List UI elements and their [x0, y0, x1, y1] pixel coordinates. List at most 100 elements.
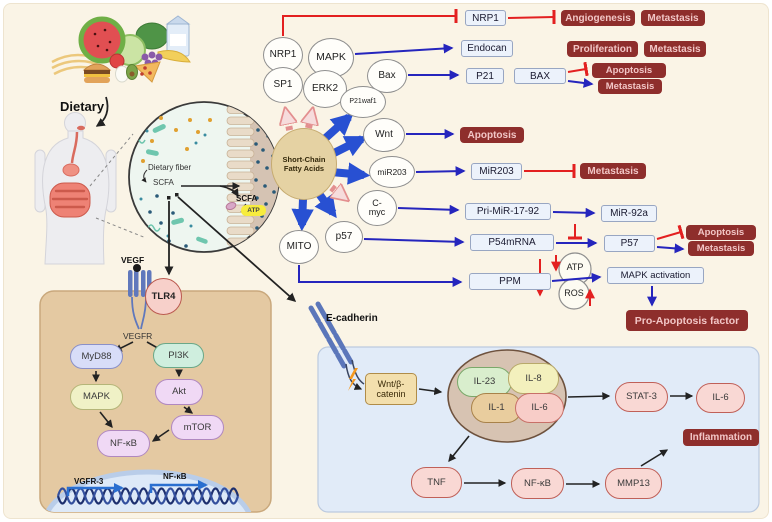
wnt-catenin-line2: catenin	[376, 389, 406, 399]
box-endocan: Endocan	[461, 40, 513, 57]
dashed-arrow-to-sp1	[286, 112, 291, 138]
outcome-inflammation: Inflammation	[683, 429, 759, 446]
stomach-icon	[62, 163, 80, 177]
pill-nfkb-cell: NF-κB	[97, 430, 150, 457]
inhibit-nrp1circle-to-nrp1box	[282, 9, 458, 36]
outcome-apoptosis-wnt: Apoptosis	[460, 127, 524, 143]
gut-scfa-label: SCFA	[153, 178, 174, 187]
burger-icon	[82, 63, 112, 83]
box-pri-mir-17-92: Pri-MiR-17-92	[465, 203, 551, 220]
dietary-to-body-arrow	[95, 96, 109, 127]
arrow-primir-to-mir92a	[552, 207, 596, 218]
box-mir-92a: MiR-92a	[601, 205, 657, 222]
box-p57: P57	[604, 235, 655, 252]
gut-scfa-bold-label: SCFA	[236, 194, 258, 203]
outcome-metastasis-endocan: Metastasis	[644, 41, 706, 57]
arrow-mapk-to-nfkb	[99, 411, 113, 428]
circle-cmyc-line1: C-	[372, 197, 382, 208]
tlr4-circle: TLR4	[145, 278, 182, 315]
dna-helix-strand2	[56, 487, 240, 505]
vegf-label: VEGF	[121, 255, 145, 265]
wnt-catenin-box: Wnt/β- catenin	[365, 373, 417, 405]
arrow-mito-to-ppm	[298, 265, 463, 287]
circle-p21waf1: P21waf1	[340, 86, 386, 118]
promoter-arrow-vgfr3	[66, 483, 124, 496]
lightning-icon	[348, 368, 358, 391]
box-mir203: MiR203	[471, 163, 522, 180]
arrow-p57-to-p54mrna	[363, 236, 465, 247]
gut-atp-pill: ATP	[241, 205, 266, 216]
pill-tnf: TNF	[411, 467, 462, 498]
box-nrp1: NRP1	[465, 10, 506, 26]
scfa-hub-line2: Fatty Acids	[283, 164, 325, 173]
outcome-apoptosis-p57: Apoptosis	[686, 225, 756, 240]
pill-il6-out: IL-6	[696, 383, 745, 413]
circle-cmyc-line2: myc	[368, 207, 386, 217]
outcome-metastasis-mir203: Metastasis	[580, 163, 646, 179]
outcome-metastasis-p21bax: Metastasis	[598, 79, 662, 94]
mouth-icon	[77, 125, 85, 131]
pill-pi3k: PI3K	[153, 343, 204, 368]
arrow-mmp13-to-inflammation	[640, 449, 669, 467]
outcome-apoptosis-p21bax: Apoptosis	[592, 63, 666, 78]
circle-mir203: miR203	[369, 156, 415, 188]
organelle-icon	[225, 201, 237, 211]
circle-erk2: ERK2	[303, 70, 347, 108]
outcome-metastasis-top: Metastasis	[641, 10, 705, 26]
gut-dietary-fiber-label: Dietary fiber	[148, 163, 192, 172]
gut-to-ecadherin-line	[177, 196, 297, 302]
pill-mtor: mTOR	[171, 415, 224, 440]
intestines-icon	[49, 182, 91, 218]
arrow-mapk-to-endocan	[354, 43, 454, 55]
arrow-cytokines-to-stat3	[567, 392, 611, 401]
arrow-akt-to-mtor	[183, 405, 194, 414]
arrow-ppm-to-mapkactivation	[551, 272, 602, 283]
arrow-mtor-to-nfkb	[151, 429, 170, 442]
arrow-bax-to-metastasis	[567, 77, 594, 88]
vegfr-label: VEGFR	[123, 331, 153, 341]
ros-label: ROS	[564, 288, 584, 298]
box-ppm: PPM	[469, 273, 551, 290]
outcome-metastasis-p57: Metastasis	[688, 241, 754, 256]
watermelon-icon	[78, 16, 126, 64]
pill-nfkb-panel: NF-κB	[511, 468, 564, 499]
circle-sp1: SP1	[263, 67, 303, 103]
human-body-illustration	[34, 112, 117, 265]
outcome-pro-apoptosis-factor: Pro-Apoptosis factor	[626, 310, 748, 331]
outcome-proliferation: Proliferation	[567, 41, 638, 57]
panel-arrows	[418, 387, 694, 488]
pill-mapk: MAPK	[70, 384, 123, 410]
pill-akt: Akt	[155, 379, 203, 405]
pill-stat3: STAT-3	[615, 382, 668, 412]
pill-mmp13: MMP13	[605, 468, 662, 499]
line-start-dot2	[175, 193, 179, 197]
dietary-label: Dietary	[60, 99, 105, 114]
fiber-to-scfa-arrow	[141, 169, 148, 183]
magnifier-dashed-lines	[89, 133, 147, 239]
wnt-catenin-line1: Wnt/β-	[377, 378, 405, 389]
food-illustration	[51, 15, 191, 83]
scfa-transport-branch-arrow	[219, 185, 239, 198]
pill-myd88: MyD88	[70, 344, 123, 369]
box-bax: BAX	[514, 68, 566, 84]
atp-label: ATP	[566, 262, 584, 272]
pill-il6: IL-6	[515, 393, 564, 423]
circle-wnt: Wnt	[363, 118, 405, 152]
inhibit-p57-to-apoptosis	[656, 224, 685, 240]
esophagus-icon	[70, 131, 79, 164]
line-start-dot1	[167, 196, 171, 200]
scfa-hub: Short-Chain Fatty Acids	[271, 128, 337, 200]
blue-arrows	[298, 43, 685, 307]
gene-vgfr3-label: VGFR-3	[74, 477, 104, 486]
arrow-cmyc-to-primir	[397, 204, 460, 215]
arrow-p57box-to-metastasis	[656, 243, 685, 254]
pill-il8: IL-8	[508, 363, 559, 394]
arrow-scfa-to-mir203	[330, 162, 371, 185]
promoter-arrow-nfkb	[149, 480, 208, 493]
box-mapk-activation: MAPK activation	[607, 267, 704, 284]
ecadherin-receptor-icon	[308, 301, 365, 391]
arrow-mir203-to-box	[415, 166, 466, 177]
inhibit-bax-to-apoptosis	[567, 61, 589, 77]
arrow-wnt-to-cytokines	[418, 387, 443, 396]
vegf-ligand-dot	[133, 264, 141, 272]
